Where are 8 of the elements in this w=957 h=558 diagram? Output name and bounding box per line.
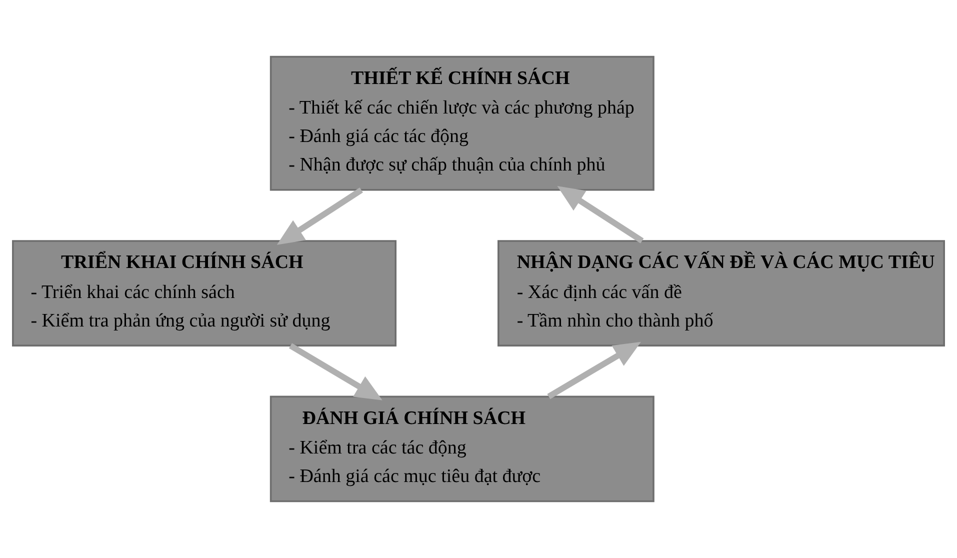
arrow [547, 342, 641, 400]
node-box: NHẬN DẠNG CÁC VẤN ĐỀ VÀ CÁC MỤC TIÊU - Xác định các vấn đề - Tầm nhìn cho thành phố [498, 240, 945, 346]
arrow [288, 343, 382, 400]
node-box: ĐÁNH GIÁ CHÍNH SÁCH - Kiểm tra các tác động - Đánh giá các mục tiêu đạt được [270, 396, 654, 502]
arrow [557, 186, 644, 244]
node-box: THIẾT KẾ CHÍNH SÁCH - Thiết kế các chiến lược và các phương pháp - Đánh giá các tác động - Nhận được sự chấp thuận của chính phủ [270, 56, 654, 191]
node-box: TRIỂN KHAI CHÍNH SÁCH - Triển khai các chính sách - Kiểm tra phản ứng của người sử dụng [12, 240, 396, 346]
arrow [276, 188, 363, 245]
